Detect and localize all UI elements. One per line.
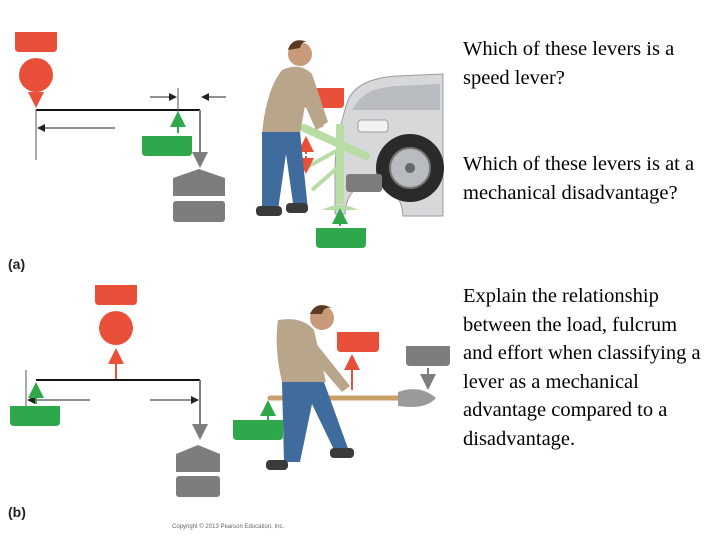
car-headlight [357, 119, 389, 133]
panel-a-label: (a) [8, 256, 26, 272]
question-speed-lever: Which of these levers is a speed lever? [463, 38, 675, 89]
question-explain-relationship: Explain the relationship between the loa… [463, 285, 701, 450]
man-a-arm [300, 82, 324, 130]
man-a-shoe-left [256, 206, 282, 216]
man-a-shirt [262, 66, 328, 134]
fulcrum-block-a-illus [346, 174, 382, 192]
question-mechanical-disadvantage: Which of these levers is at a mechanical… [463, 153, 695, 204]
fulcrum-block-b-illus [406, 346, 450, 366]
effort-block-a [15, 32, 57, 52]
fulcrum-house-b [176, 445, 220, 472]
car-hub [405, 163, 415, 173]
effort-block-b-illus [337, 332, 379, 352]
fulcrum-house-a [173, 169, 225, 196]
panel-a-illustration [256, 40, 444, 248]
fulcrum-base-b [176, 476, 220, 497]
man-b-arm [304, 336, 350, 392]
resistance-block-a [142, 136, 192, 156]
fulcrum-base-a [173, 201, 225, 222]
man-b-shoe-right [330, 448, 354, 458]
resistance-block-b-illus [233, 420, 283, 440]
lever-diagram-svg [10, 32, 450, 497]
panel-b-schematic [10, 285, 220, 497]
panel-b-label: (b) [8, 504, 26, 520]
effort-block-b [95, 285, 137, 305]
man-b-shirt [276, 319, 326, 382]
shovel-blade [398, 389, 436, 407]
panel-b-illustration [233, 305, 450, 470]
jack-swing-2 [310, 160, 346, 192]
lever-figure: (a) (b) Copyright © 2013 Pearson Educati… [8, 32, 450, 530]
effort-weight-a [19, 58, 53, 92]
panel-a-schematic [15, 32, 226, 222]
man-b-jeans [282, 382, 350, 462]
jack-base [322, 205, 358, 210]
resistance-block-b [10, 406, 60, 426]
car-window [352, 84, 440, 110]
man-a-hair [288, 40, 308, 50]
effort-weight-b [99, 311, 133, 345]
man-a-shoe-right [286, 203, 308, 213]
man-a-jeans [262, 132, 308, 210]
man-b-hair [310, 305, 332, 314]
jack-swing-1 [297, 148, 339, 174]
resistance-block-a-illus [316, 228, 366, 248]
jack-lever [300, 124, 370, 160]
copyright-text: Copyright © 2013 Pearson Education, Inc. [172, 524, 285, 530]
man-b-shoe-left [266, 460, 288, 470]
